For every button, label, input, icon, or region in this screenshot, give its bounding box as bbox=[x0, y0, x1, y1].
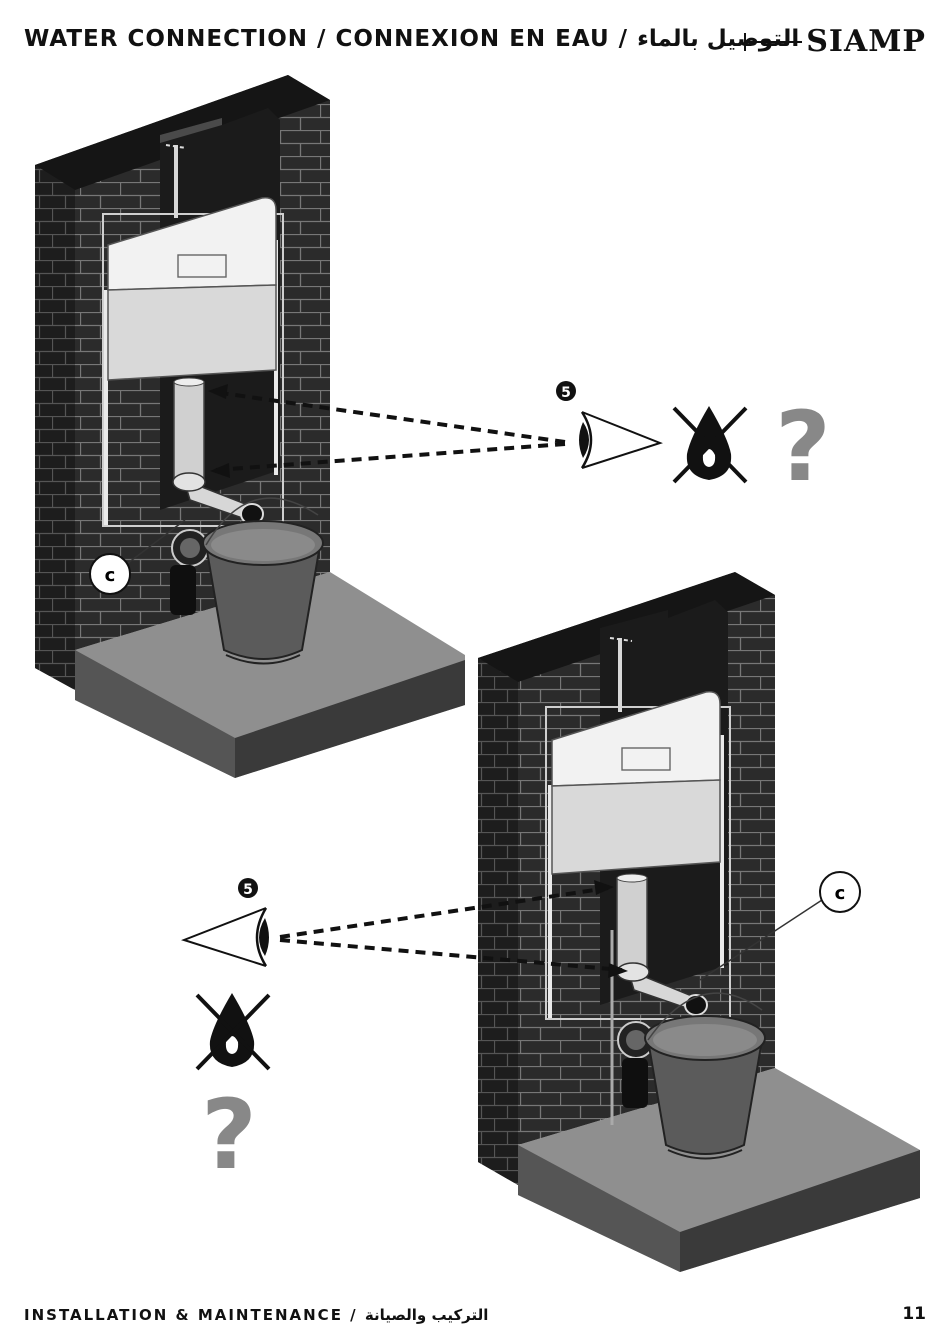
header-divider bbox=[744, 41, 802, 43]
question-mark-bottom: ? bbox=[201, 1079, 257, 1191]
question-mark-top: ? bbox=[775, 391, 831, 503]
eye-icon-bottom bbox=[180, 907, 269, 967]
cistern-tank bbox=[107, 197, 277, 291]
page-title: WATER CONNECTION / CONNEXION EN EAU / ال… bbox=[24, 26, 800, 52]
top-installation-scene: c 5 ? bbox=[35, 75, 831, 778]
question-mark-icon-bottom: ? bbox=[201, 1079, 257, 1191]
no-water-drop-icon bbox=[672, 406, 748, 484]
step-number-5-top: 5 bbox=[556, 381, 576, 401]
callout-c-label-bottom: c bbox=[835, 883, 846, 904]
page-footer: INSTALLATION & MAINTENANCE / التركيب وال… bbox=[24, 1304, 926, 1330]
step-number-label: 5 bbox=[561, 385, 571, 401]
callout-c-top: c bbox=[89, 553, 131, 595]
bucket-icon bbox=[202, 497, 324, 665]
callout-c-bottom: c bbox=[819, 871, 861, 913]
bucket-icon-bottom bbox=[644, 992, 766, 1160]
no-water-drop-icon-bottom bbox=[195, 993, 271, 1071]
step-number-5-bottom: 5 bbox=[238, 878, 258, 898]
brand-logo: SIAMP bbox=[806, 24, 926, 59]
question-mark-icon: ? bbox=[775, 391, 831, 503]
step-number-label-bottom: 5 bbox=[243, 882, 253, 898]
page-header: WATER CONNECTION / CONNEXION EN EAU / ال… bbox=[24, 24, 926, 59]
bottom-installation-scene: c 5 ? bbox=[180, 572, 920, 1272]
eye-icon bbox=[579, 411, 663, 469]
footer-section-label: INSTALLATION & MAINTENANCE / التركيب وال… bbox=[24, 1306, 489, 1324]
cistern-tank-bottom bbox=[551, 691, 721, 787]
callout-c-label: c bbox=[105, 565, 116, 586]
page-number: 11 bbox=[902, 1304, 926, 1324]
